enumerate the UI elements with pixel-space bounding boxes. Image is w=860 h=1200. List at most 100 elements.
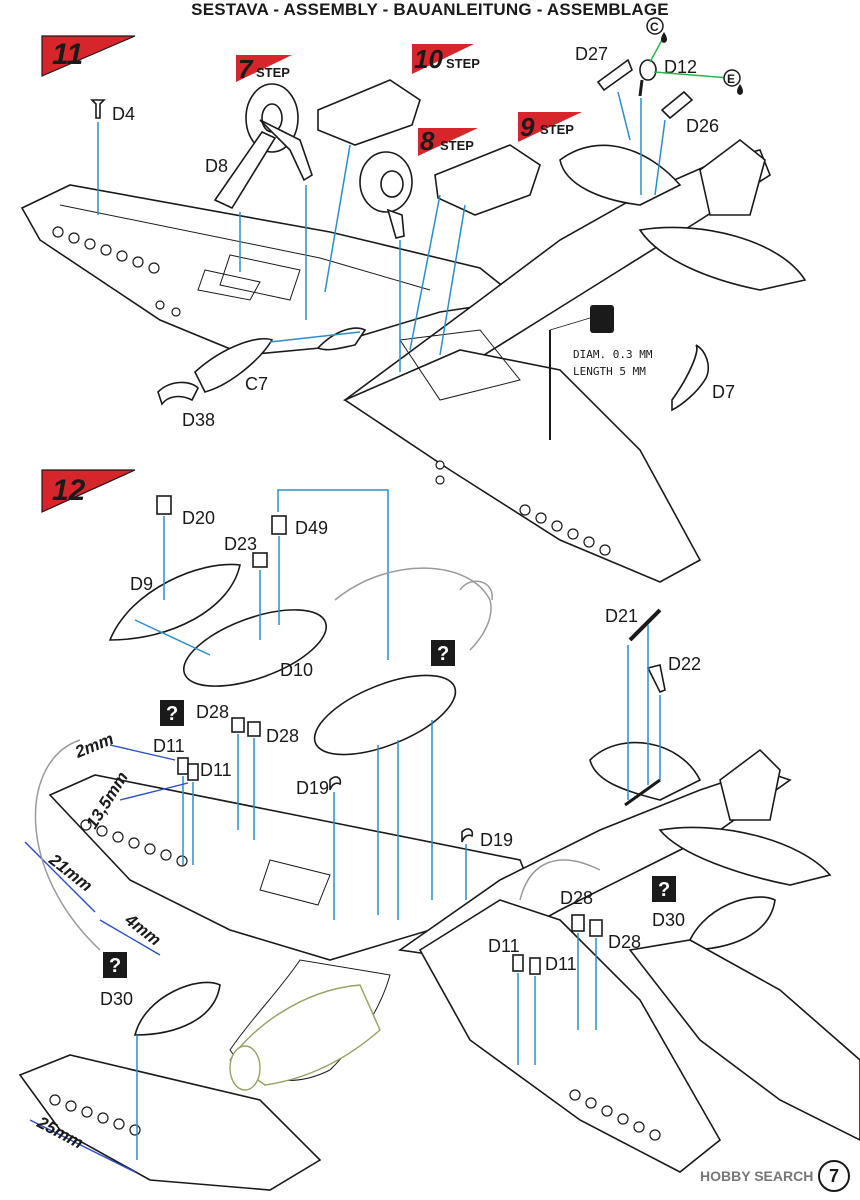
label-d30a: D30 bbox=[652, 910, 685, 930]
part-d27-shape bbox=[596, 58, 633, 92]
label-d26: D26 bbox=[686, 116, 719, 136]
label-d28b: D28 bbox=[266, 726, 299, 746]
warning-hand-icon bbox=[590, 305, 614, 333]
question-icon-3: ? bbox=[652, 876, 676, 902]
dim-2mm: 2mm bbox=[71, 729, 116, 762]
label-d30b: D30 bbox=[100, 989, 133, 1009]
wing-right-12 bbox=[418, 899, 722, 1173]
part-d28d-shape bbox=[589, 919, 603, 937]
part-d30b-shape bbox=[133, 981, 221, 1036]
step-11-badge bbox=[41, 35, 136, 77]
label-d12: D12 bbox=[664, 57, 697, 77]
step-11: 11 D4 7 STEP bbox=[20, 17, 807, 583]
part-d19b-shape bbox=[461, 828, 474, 843]
part-d21-shape bbox=[628, 608, 662, 642]
part-d19a-shape bbox=[329, 776, 342, 791]
part-d4-shape bbox=[90, 99, 106, 119]
step-7-word: STEP bbox=[256, 65, 290, 80]
canopy-main bbox=[313, 674, 457, 756]
question-icon-1: ? bbox=[431, 640, 455, 666]
label-d10: D10 bbox=[280, 660, 313, 680]
label-d19a: D19 bbox=[296, 778, 329, 798]
note-diameter: DIAM. 0.3 MM bbox=[573, 348, 653, 361]
part-d28a-shape bbox=[231, 717, 245, 733]
wheel-bay-10 bbox=[317, 79, 421, 146]
part-d23-shape bbox=[252, 552, 268, 568]
part-d11a-shape bbox=[177, 757, 189, 775]
wing-lower-right bbox=[343, 349, 702, 583]
step-12-number: 12 bbox=[52, 474, 86, 507]
label-d28d: D28 bbox=[608, 932, 641, 952]
step-7-number: 7 bbox=[238, 54, 254, 84]
wing-far-right-12 bbox=[628, 939, 860, 1141]
step-8-number: 8 bbox=[420, 126, 435, 156]
step-11-number: 11 bbox=[52, 38, 83, 71]
label-d9: D9 bbox=[130, 574, 153, 594]
part-d10-shape bbox=[182, 609, 328, 687]
label-d22: D22 bbox=[668, 654, 701, 674]
question-icon-5: ? bbox=[103, 952, 127, 978]
label-d23: D23 bbox=[224, 534, 257, 554]
paint-c-label: C bbox=[650, 20, 659, 34]
step-10-number: 10 bbox=[414, 44, 443, 74]
part-d8-shape bbox=[213, 130, 277, 210]
part-d28c-shape bbox=[571, 914, 585, 932]
wing-holes-left bbox=[52, 226, 181, 317]
part-d30a-shape bbox=[684, 896, 776, 951]
part-d11d-shape bbox=[529, 957, 541, 975]
page-number: 7 bbox=[818, 1160, 850, 1192]
part-c7-shape bbox=[194, 338, 274, 393]
step-8-word: STEP bbox=[440, 138, 474, 153]
part-d22-shape bbox=[646, 664, 666, 694]
step-9-number: 9 bbox=[520, 112, 535, 142]
dim-21mm: 21mm bbox=[45, 850, 96, 896]
tailplane-12 bbox=[589, 741, 702, 801]
label-d28a: D28 bbox=[196, 702, 229, 722]
label-d11b: D11 bbox=[200, 760, 232, 780]
note-length: LENGTH 5 MM bbox=[573, 365, 646, 378]
label-d4: D4 bbox=[112, 104, 135, 124]
part-d11c-shape bbox=[512, 954, 524, 972]
wing-holes-bottom bbox=[49, 1094, 141, 1136]
label-d38: D38 bbox=[182, 410, 215, 430]
step-9-word: STEP bbox=[540, 122, 574, 137]
paint-e-label: E bbox=[727, 72, 735, 86]
label-d21: D21 bbox=[605, 606, 638, 626]
paint-c-icon: C bbox=[646, 17, 667, 43]
part-d20-shape bbox=[156, 495, 172, 515]
paint-e-icon: E bbox=[723, 69, 743, 95]
label-d11d: D11 bbox=[545, 954, 577, 974]
part-d11b-shape bbox=[187, 763, 199, 781]
svg-text:?: ? bbox=[658, 879, 670, 901]
question-icon-2: ? bbox=[160, 700, 184, 726]
wing-upper-left bbox=[20, 184, 522, 356]
label-d8: D8 bbox=[205, 156, 228, 176]
part-d7-shape bbox=[671, 344, 710, 412]
strut-7 bbox=[259, 119, 313, 182]
svg-text:?: ? bbox=[109, 955, 121, 977]
engine-cowl bbox=[229, 984, 381, 1086]
part-d28b-shape bbox=[247, 721, 261, 737]
label-d49: D49 bbox=[295, 518, 328, 538]
step-12: 12 D9 D10 D20 D23 D49 ? ? ? bbox=[18, 469, 860, 1191]
label-d28c: D28 bbox=[560, 888, 593, 908]
page-header: SESTAVA - ASSEMBLY - BAUANLEITUNG - ASSE… bbox=[191, 0, 669, 19]
step-12-badge bbox=[41, 469, 136, 513]
part-d26-shape bbox=[660, 90, 694, 120]
wing-holes-right bbox=[435, 460, 611, 556]
label-d20: D20 bbox=[182, 508, 215, 528]
svg-text:?: ? bbox=[166, 703, 178, 725]
step-10-word: STEP bbox=[446, 56, 480, 71]
wing-holes-right-12 bbox=[569, 1089, 661, 1141]
watermark: HOBBY SEARCH bbox=[700, 1168, 814, 1184]
dim-4mm: 4mm bbox=[121, 910, 165, 950]
label-d19b: D19 bbox=[480, 830, 513, 850]
label-c7: C7 bbox=[245, 374, 268, 394]
label-d11c: D11 bbox=[488, 936, 520, 956]
label-d7: D7 bbox=[712, 382, 735, 402]
part-d38-shape bbox=[157, 381, 199, 406]
part-d9-shape bbox=[108, 563, 241, 641]
part-d12-shape bbox=[639, 59, 657, 81]
tailplane-11 bbox=[559, 144, 682, 206]
